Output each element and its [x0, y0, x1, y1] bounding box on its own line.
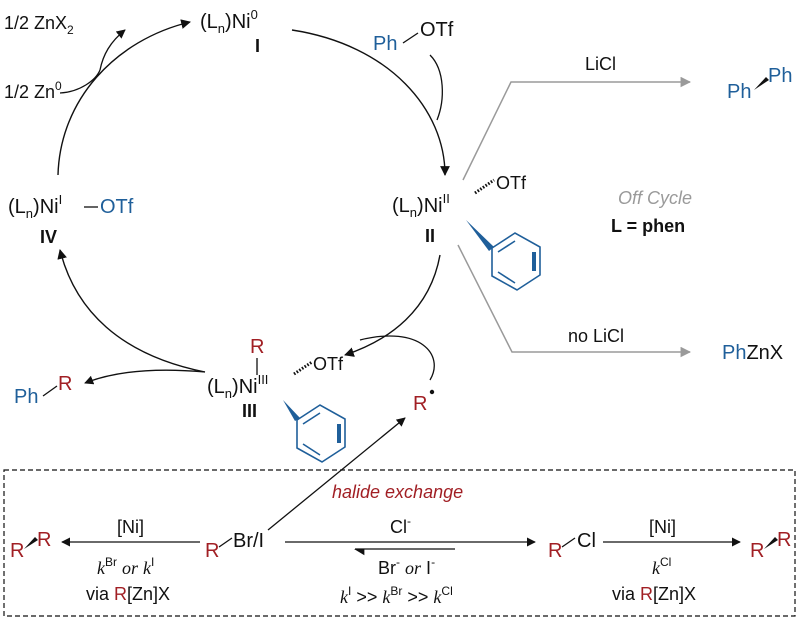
phznx-label: PhZnX [722, 342, 783, 364]
product-bond [42, 385, 58, 397]
label-I: I [255, 36, 260, 56]
photf-bond [402, 32, 419, 44]
br-i-reagent: Br- or I- [378, 555, 435, 578]
right-prod-r1: R [750, 540, 764, 562]
cycle-arc-II-to-III [344, 254, 441, 357]
cycle-arc-IV-to-I [57, 19, 191, 176]
rbr-r: R [205, 540, 219, 562]
left-via: via R[Zn]X [86, 584, 170, 604]
rbr-bond [218, 537, 233, 548]
product-ph: Ph [14, 386, 38, 408]
photf-otf: OTf [420, 19, 454, 41]
znx2-product-arrow [99, 29, 126, 71]
label-III: III [242, 401, 257, 421]
photf-arrow [429, 54, 443, 121]
right-prod-r2: R [777, 529, 791, 551]
catalyst-III-R: R [250, 336, 264, 358]
product-r: R [58, 373, 72, 395]
right-via: via R[Zn]X [612, 584, 696, 604]
right-prod-wedge [764, 537, 778, 549]
rx-to-radical-arrow [267, 417, 406, 531]
biaryl-ph2: Ph [768, 65, 792, 87]
radical-capture-arrow [359, 335, 435, 381]
catalyst-I: (Ln)Ni0 [200, 7, 258, 36]
offcycle-title: Off Cycle [618, 188, 692, 208]
zn-reductant-arrow [59, 69, 101, 94]
rcl-bond [561, 537, 576, 548]
offcycle-no-licl-arrow [457, 244, 692, 358]
left-cat: [Ni] [117, 517, 144, 537]
ni-otf-hashed-bond-II [474, 178, 495, 195]
label-IV: IV [40, 227, 57, 247]
cl-reagent: Cl- [390, 514, 411, 537]
right-rate: kCl [652, 555, 671, 578]
biaryl-wedge-bond [754, 77, 769, 90]
ligand-label: L = phen [611, 216, 685, 236]
photf-ph: Ph [373, 33, 397, 55]
ni-otf-hashed-bond-III [293, 360, 313, 376]
cycle-arc-III-to-IV [57, 249, 206, 373]
rcl-r: R [548, 540, 562, 562]
rate-ordering: kI >> kBr >> kCl [340, 584, 453, 607]
phenyl-ring-III [296, 404, 346, 463]
radical-dot [429, 389, 435, 395]
left-prod-wedge [24, 537, 38, 549]
halide-box-title: halide exchange [332, 482, 463, 502]
biaryl-ph1: Ph [727, 81, 751, 103]
label-II: II [425, 226, 435, 246]
left-prod-r2: R [37, 529, 51, 551]
catalyst-III: (Ln)NiIII [207, 372, 268, 401]
catalyst-IV: (Ln)NiI [8, 192, 62, 221]
ni-ph-wedge-bond-III [283, 400, 300, 421]
catalyst-II-otf: OTf [496, 173, 527, 193]
offcycle-no-licl-label: no LiCl [568, 326, 624, 346]
phenyl-ring-II [491, 232, 541, 291]
offcycle-licl-arrow [462, 76, 692, 181]
offcycle-licl-label: LiCl [585, 54, 616, 74]
radical-r: R [413, 393, 427, 415]
catalyst-II: (Ln)NiII [392, 191, 450, 220]
zn-reductant-label: 1/2 Zn0 [4, 79, 62, 102]
left-rate: kBr or kI [97, 555, 154, 578]
rbr-x: Br/I [233, 530, 264, 552]
right-cat: [Ni] [649, 517, 676, 537]
zn-product-label: 1/2 ZnX2 [4, 13, 74, 37]
product-release-arrow [84, 369, 206, 385]
left-prod-r1: R [10, 540, 24, 562]
halide-exchange-box [3, 469, 796, 617]
catalyst-IV-otf: OTf [100, 196, 134, 218]
catalyst-III-otf: OTf [313, 354, 344, 374]
cycle-arc-I-to-II [291, 29, 450, 176]
ni-ph-wedge-bond-II [466, 220, 494, 251]
rcl-cl: Cl [577, 530, 596, 552]
